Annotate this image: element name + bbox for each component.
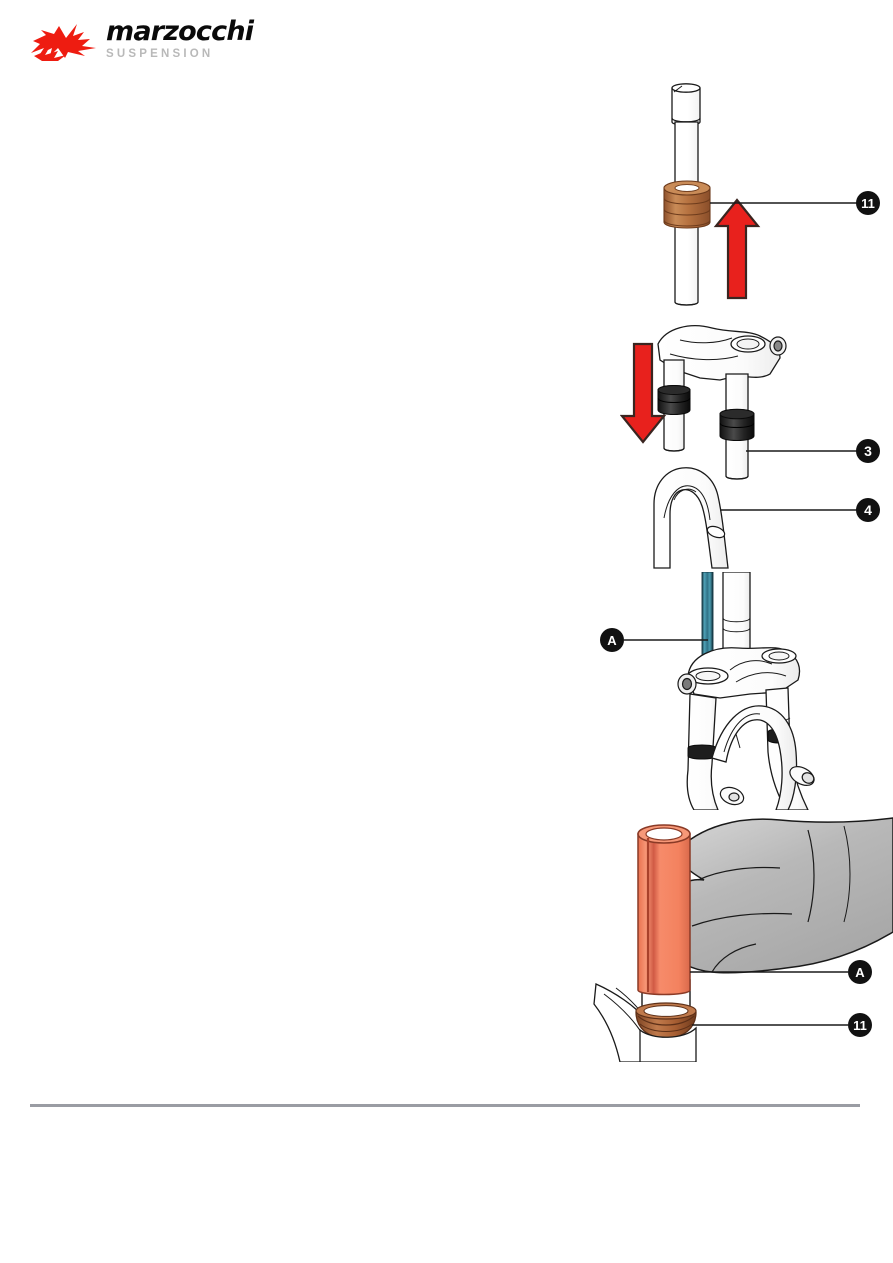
seal-ring-left bbox=[657, 385, 691, 415]
callout-A: A bbox=[690, 960, 872, 984]
brand-name: marzocchi bbox=[106, 16, 254, 47]
down-arrow-icon bbox=[620, 342, 667, 444]
svg-text:A: A bbox=[607, 633, 617, 648]
marzocchi-mountain-icon bbox=[28, 20, 100, 64]
up-arrow-icon bbox=[713, 198, 761, 300]
gloved-hand bbox=[670, 817, 893, 974]
fork-lower-leg bbox=[653, 467, 729, 569]
seal-ring-right bbox=[719, 408, 755, 441]
upper-tube bbox=[671, 83, 701, 126]
brand-header: marzocchi SUSPENSION bbox=[28, 16, 268, 68]
dropout bbox=[719, 786, 745, 806]
svg-text:11: 11 bbox=[861, 196, 875, 211]
brand-tagline: SUSPENSION bbox=[106, 48, 214, 60]
callout-11: 11 bbox=[710, 191, 880, 215]
figure-fork-crown-and-lower-leg: 3 4 bbox=[620, 318, 893, 570]
callout-A: A bbox=[600, 628, 708, 652]
service-tube bbox=[637, 824, 691, 996]
lower-leg-top bbox=[639, 1026, 697, 1062]
steerer-tube bbox=[722, 572, 751, 653]
pinch-bolt bbox=[677, 673, 697, 695]
figure-column: 11 bbox=[560, 60, 893, 1070]
copper-seal-ring bbox=[635, 1002, 697, 1039]
brake-mount bbox=[789, 766, 815, 786]
callout-11: 11 bbox=[692, 1013, 872, 1037]
fork-arch bbox=[711, 705, 798, 810]
svg-text:A: A bbox=[855, 965, 865, 980]
copper-seal-ring bbox=[663, 180, 711, 229]
callout-3: 3 bbox=[746, 439, 880, 463]
figure-fork-assembly-with-rod: A bbox=[590, 572, 893, 810]
svg-text:3: 3 bbox=[864, 443, 872, 459]
callout-4: 4 bbox=[720, 498, 880, 522]
svg-text:11: 11 bbox=[853, 1018, 867, 1033]
footer-divider bbox=[30, 1104, 860, 1107]
svg-text:4: 4 bbox=[864, 502, 872, 518]
figure-stanchion-with-seal-ring: 11 bbox=[620, 70, 893, 320]
brand-wordmark: marzocchi SUSPENSION bbox=[106, 18, 266, 64]
figure-gloved-hand-holding-tube: A 11 bbox=[580, 812, 893, 1062]
pinch-bolt bbox=[769, 336, 787, 356]
